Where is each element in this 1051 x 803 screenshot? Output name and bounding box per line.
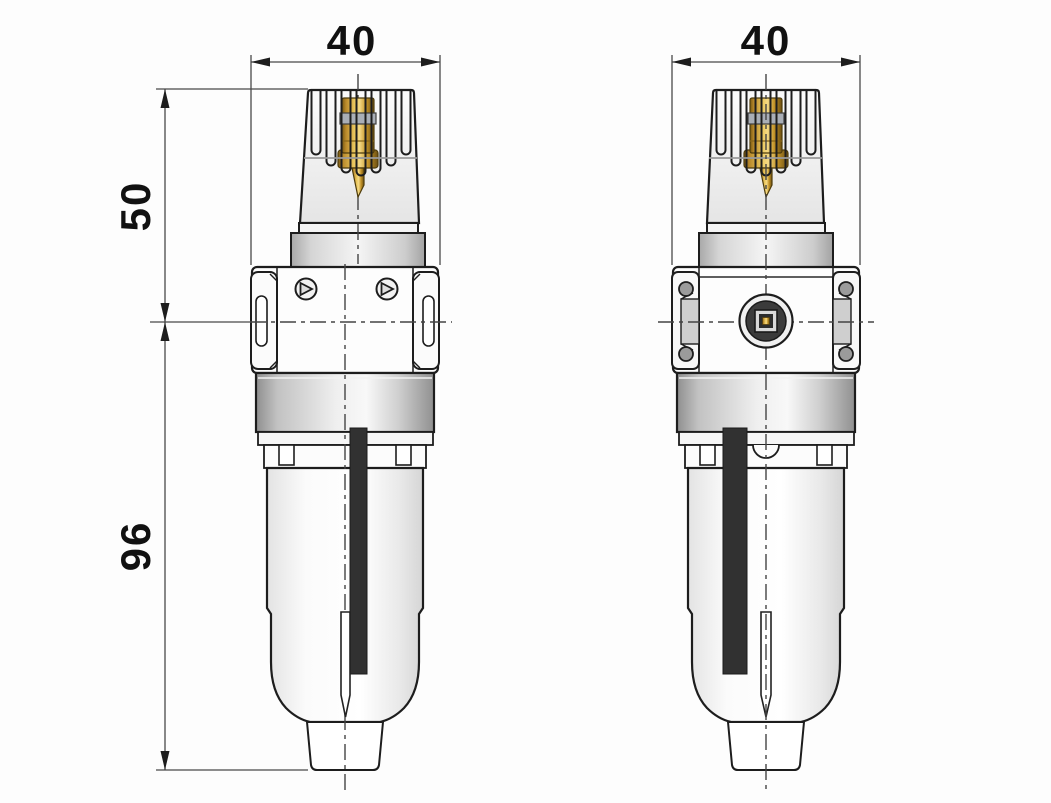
bracket-left — [671, 271, 700, 370]
mounting-slot-left — [255, 295, 268, 347]
arrowhead — [160, 303, 170, 322]
dim-height-lower — [150, 321, 308, 771]
dim-label-width-left: 40 — [327, 17, 378, 64]
bayonet-lug — [278, 444, 295, 466]
arrowhead — [160, 322, 170, 341]
bayonet-lug — [699, 444, 716, 466]
screw-right — [375, 277, 399, 301]
sight-tube — [722, 427, 748, 675]
screw-left — [294, 277, 318, 301]
dim-height-upper — [156, 88, 308, 322]
arrowhead — [672, 57, 691, 67]
dim-width-right — [671, 55, 861, 265]
adjuster-body — [341, 97, 375, 154]
tab-chamfer — [412, 273, 421, 282]
bayonet-lug — [816, 444, 833, 466]
adjuster-band — [339, 112, 377, 125]
sight-tube — [349, 427, 368, 675]
pickup-tube — [340, 611, 351, 718]
tab-chamfer — [412, 360, 421, 369]
mounting-slot-right — [422, 295, 435, 347]
bayonet-lug — [395, 444, 412, 466]
bracket-screw — [678, 346, 694, 362]
tab-chamfer — [269, 360, 278, 369]
port-brass-core — [762, 317, 770, 325]
bracket-right — [832, 271, 861, 370]
arrowhead — [251, 57, 270, 67]
dim-width-left — [250, 55, 441, 265]
air-port — [738, 293, 794, 349]
bracket-screw — [838, 346, 854, 362]
dim-label-height-upper: 50 — [112, 181, 159, 232]
side-view — [658, 74, 874, 790]
bracket-screw — [838, 281, 854, 297]
knob-ribs — [310, 91, 412, 177]
front-view — [250, 74, 452, 790]
dim-label-width-right: 40 — [741, 17, 792, 64]
tab-chamfer — [269, 273, 278, 282]
arrowhead — [160, 751, 170, 770]
arrowhead — [841, 57, 860, 67]
dim-label-height-lower: 96 — [112, 521, 159, 572]
arrowhead — [421, 57, 440, 67]
bracket-screw — [678, 281, 694, 297]
pickup-tube — [760, 611, 772, 718]
arrowhead — [160, 89, 170, 108]
